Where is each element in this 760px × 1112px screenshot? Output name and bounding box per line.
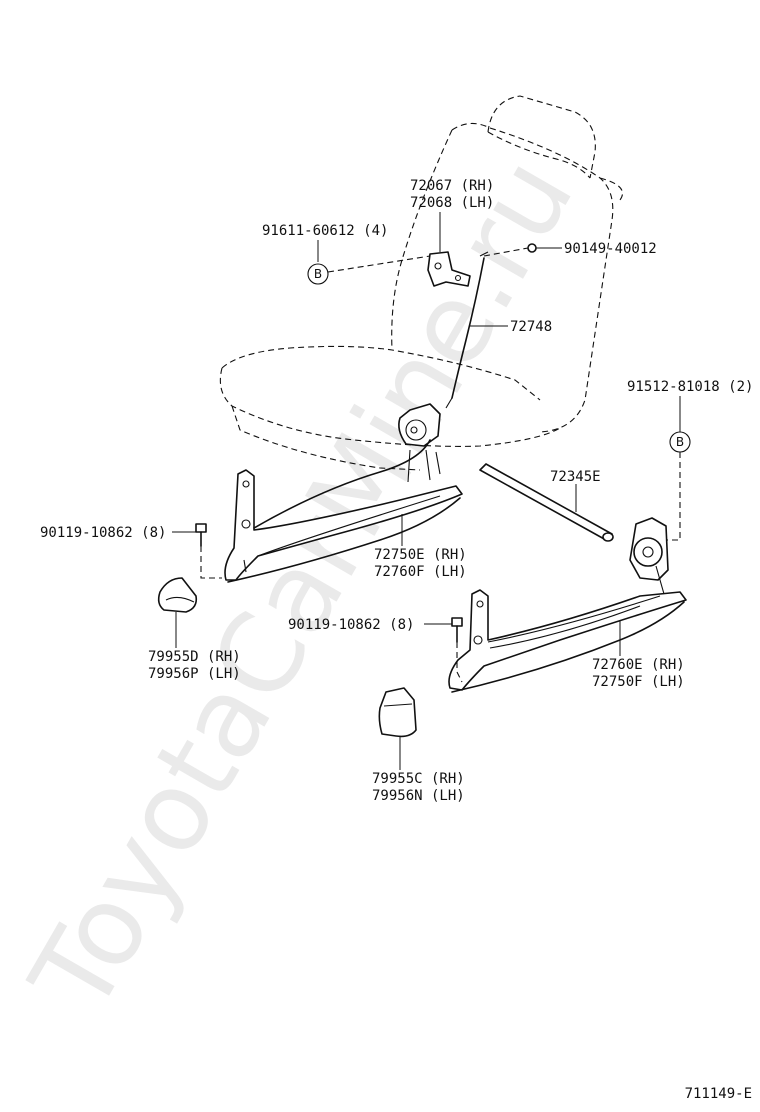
label-72750e: 72750E (RH) (374, 547, 467, 563)
callout-b-right: B (669, 431, 691, 453)
ref-line-screw (483, 247, 529, 257)
seat-outline (219, 95, 624, 471)
bolt-right (424, 617, 463, 643)
ref-line-bolt-left (200, 546, 222, 579)
label-72345e: 72345E (550, 469, 601, 485)
callout-b-right-letter: B (676, 435, 684, 449)
label-91512: 91512-81018 (2) (627, 379, 753, 395)
label-72067: 72067 (RH) (410, 178, 494, 194)
callout-b-left-letter: B (314, 267, 322, 281)
callout-b-left: B (307, 263, 329, 285)
seat-track-inner (224, 403, 463, 583)
label-72748: 72748 (510, 319, 552, 335)
screw-90149 (527, 243, 562, 253)
ref-line-b-left (327, 255, 431, 273)
seat-track-outer (448, 517, 687, 693)
label-72760f: 72760F (LH) (374, 564, 467, 580)
ref-line-bolt-right (456, 642, 463, 683)
recliner-bracket (427, 251, 471, 287)
track-cover-front (157, 577, 198, 613)
ref-line-b-right (666, 452, 681, 541)
track-cover-rear (378, 687, 417, 738)
label-90119-right: 90119-10862 (8) (288, 617, 414, 633)
label-72760e: 72760E (RH) (592, 657, 685, 673)
label-90119-left: 90119-10862 (8) (40, 525, 166, 541)
label-91611: 91611-60612 (4) (262, 223, 388, 239)
label-72068: 72068 (LH) (410, 195, 494, 211)
label-79955c: 79955C (RH) (372, 771, 465, 787)
figure-id: 711149-E (685, 1086, 752, 1102)
label-90149: 90149-40012 (564, 241, 657, 257)
label-79956n: 79956N (LH) (372, 788, 465, 804)
watermark: ToyotaCarMine.ru (6, 137, 598, 1034)
label-79955d: 79955D (RH) (148, 649, 241, 665)
label-79956p: 79956P (LH) (148, 666, 241, 682)
bolt-left (172, 523, 207, 547)
torsion-bar (479, 463, 614, 542)
label-72750f: 72750F (LH) (592, 674, 685, 690)
release-cable (445, 251, 489, 409)
